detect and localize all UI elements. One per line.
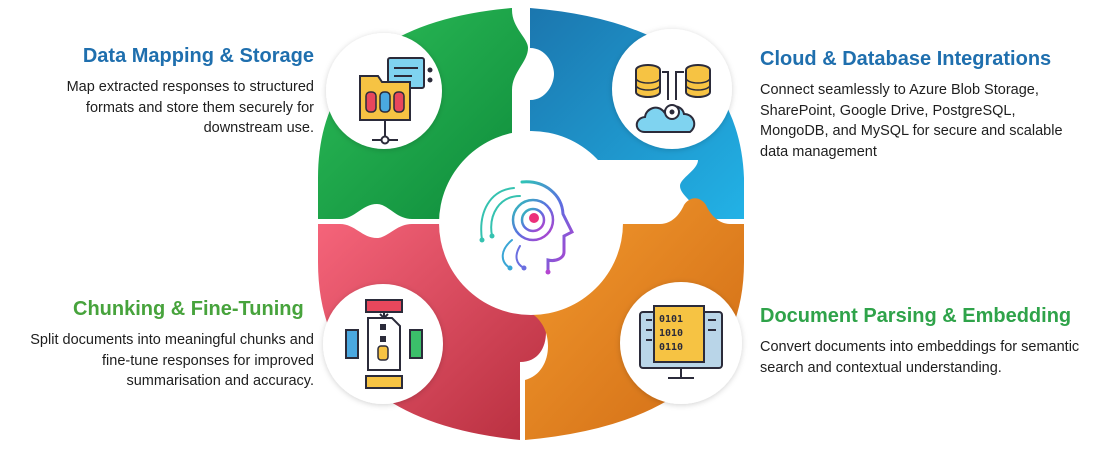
section-title: Data Mapping & Storage xyxy=(82,45,314,67)
binary-monitor-icon: 0101 1010 0110 xyxy=(639,305,723,379)
section-document-parsing: Document Parsing & Embedding Convert doc… xyxy=(760,305,1090,378)
section-description: Map extracted responses to structured fo… xyxy=(66,79,314,136)
cloud-database-icon xyxy=(635,64,711,133)
section-title: Document Parsing & Embedding xyxy=(760,305,1072,327)
section-data-mapping: Data Mapping & Storage Map extracted res… xyxy=(18,45,314,139)
ai-head-icon xyxy=(479,180,575,275)
icon-circle-bottom-right: 0101 1010 0110 xyxy=(620,282,742,404)
section-description: Split documents into meaningful chunks a… xyxy=(30,332,314,389)
icon-circle-top-left xyxy=(326,33,442,149)
svg-text:0101: 0101 xyxy=(659,314,683,325)
svg-text:1010: 1010 xyxy=(659,328,683,339)
folder-documents-icon xyxy=(359,57,433,145)
section-description: Convert documents into embeddings for se… xyxy=(760,339,1080,376)
center-circle xyxy=(439,131,623,315)
section-chunking: Chunking & Fine-Tuning Split documents i… xyxy=(18,298,314,392)
section-cloud-integrations: Cloud & Database Integrations Connect se… xyxy=(760,48,1080,162)
section-description: Connect seamlessly to Azure Blob Storage… xyxy=(760,82,1063,160)
section-title: Cloud & Database Integrations xyxy=(760,48,1052,70)
icon-circle-top-right xyxy=(612,29,732,149)
svg-text:0110: 0110 xyxy=(659,342,683,353)
section-title: Chunking & Fine-Tuning xyxy=(73,298,304,320)
icon-circle-bottom-left xyxy=(323,284,443,404)
document-compress-icon xyxy=(345,299,423,389)
